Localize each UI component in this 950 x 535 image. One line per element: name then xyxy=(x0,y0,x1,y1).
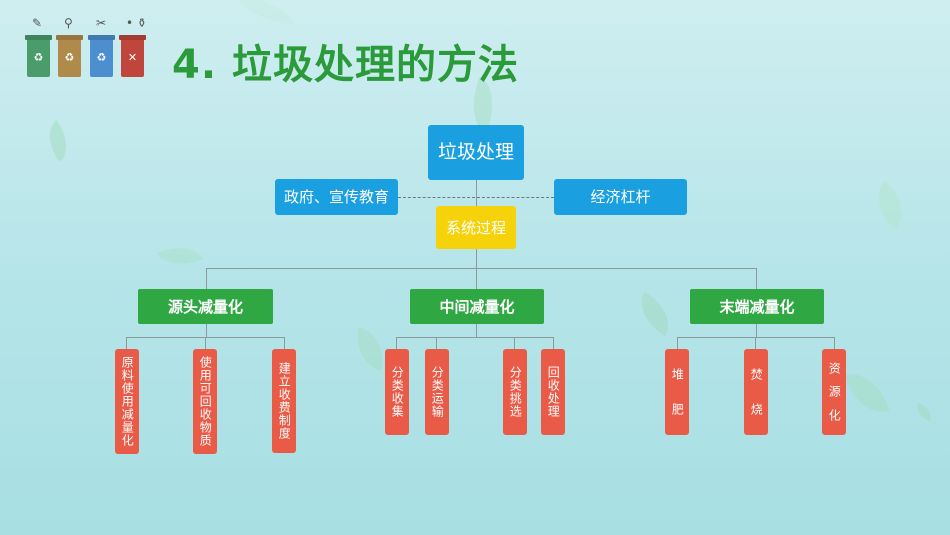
recycling-bin-icon: ♻ xyxy=(27,39,50,77)
connector-line xyxy=(677,337,678,349)
connector-line xyxy=(476,324,477,337)
connector-line xyxy=(396,337,553,338)
recycling-bin-icon: ♻ xyxy=(58,39,81,77)
leaf-decoration xyxy=(630,291,680,337)
connector-line xyxy=(206,324,207,337)
leaf-node-text: 建立收费制度 xyxy=(277,362,292,440)
leaf-node: 分类运输 xyxy=(425,349,449,435)
leaf-decoration xyxy=(844,366,890,420)
leaf-decoration xyxy=(38,119,78,163)
page-title: 4. 垃圾处理的方法 xyxy=(172,42,519,88)
recycle-icon: ♻ xyxy=(64,51,75,64)
recycling-bin-icon: ♻ xyxy=(90,39,113,77)
leaf-decoration xyxy=(913,402,935,422)
leaf-node: 资 源 化 xyxy=(822,349,846,435)
recycle-icon: ♻ xyxy=(96,51,107,64)
trash-item-icon: ✎ xyxy=(32,16,43,30)
leaf-node-text: 资 xyxy=(827,362,842,376)
leaf-node-text: 化 xyxy=(827,408,842,422)
right-branch-node: 经济杠杆 xyxy=(554,179,687,215)
connector-line xyxy=(205,337,206,349)
connector-line xyxy=(206,268,756,269)
leaf-node-text: 原料使用减量化 xyxy=(120,356,135,447)
connector-line xyxy=(284,337,285,349)
trash-item-icon: • ⚱ xyxy=(126,16,147,30)
leaf-node-text: 分类收集 xyxy=(390,366,405,418)
leaf-node: 使用可回收物质 xyxy=(193,349,217,454)
group-node-end: 末端减量化 xyxy=(690,289,824,324)
connector-line xyxy=(396,337,397,349)
center-node: 系统过程 xyxy=(436,206,516,249)
connector-line-dashed xyxy=(398,197,554,198)
root-node: 垃圾处理 xyxy=(428,125,524,180)
connector-line xyxy=(756,324,757,337)
leaf-decoration xyxy=(233,0,297,26)
connector-line xyxy=(436,337,437,349)
leaf-node: 建立收费制度 xyxy=(272,349,296,453)
cross-icon: ✕ xyxy=(127,51,138,64)
leaf-node-text: 堆 xyxy=(670,368,685,381)
trash-item-icon: ⚲ xyxy=(64,16,73,30)
connector-line xyxy=(755,337,756,349)
leaf-node-text: 使用可回收物质 xyxy=(198,356,213,447)
connector-line xyxy=(476,268,477,289)
leaf-decoration xyxy=(865,180,915,230)
connector-line xyxy=(514,337,515,349)
leaf-node: 原料使用减量化 xyxy=(115,349,139,454)
leaf-node-text: 源 xyxy=(827,385,842,399)
connector-line xyxy=(756,268,757,289)
connector-line xyxy=(126,337,127,349)
leaf-decoration xyxy=(351,327,389,371)
connector-line xyxy=(553,337,554,349)
leaf-node-text: 分类运输 xyxy=(430,366,445,418)
recycling-bin-icon: ✕ xyxy=(121,39,144,77)
leaf-node: 分类收集 xyxy=(385,349,409,435)
leaf-node-text: 焚 xyxy=(749,368,764,381)
leaf-node-text: 回收处理 xyxy=(546,366,561,418)
connector-line xyxy=(834,337,835,349)
group-node-middle: 中间减量化 xyxy=(410,289,544,324)
group-node-source: 源头减量化 xyxy=(138,289,273,324)
recycle-icon: ♻ xyxy=(33,51,44,64)
leaf-node: 分类挑选 xyxy=(503,349,527,435)
leaf-decoration xyxy=(157,238,203,274)
connector-line xyxy=(206,268,207,289)
leaf-node: 焚 烧 xyxy=(744,349,768,435)
leaf-node-text: 烧 xyxy=(749,403,764,416)
left-branch-node: 政府、宣传教育 xyxy=(275,179,398,215)
leaf-node-text: 分类挑选 xyxy=(508,366,523,418)
leaf-node: 堆 肥 xyxy=(665,349,689,435)
trash-item-icon: ✂ xyxy=(96,16,107,30)
leaf-node-text: 肥 xyxy=(670,403,685,416)
leaf-node: 回收处理 xyxy=(541,349,565,435)
